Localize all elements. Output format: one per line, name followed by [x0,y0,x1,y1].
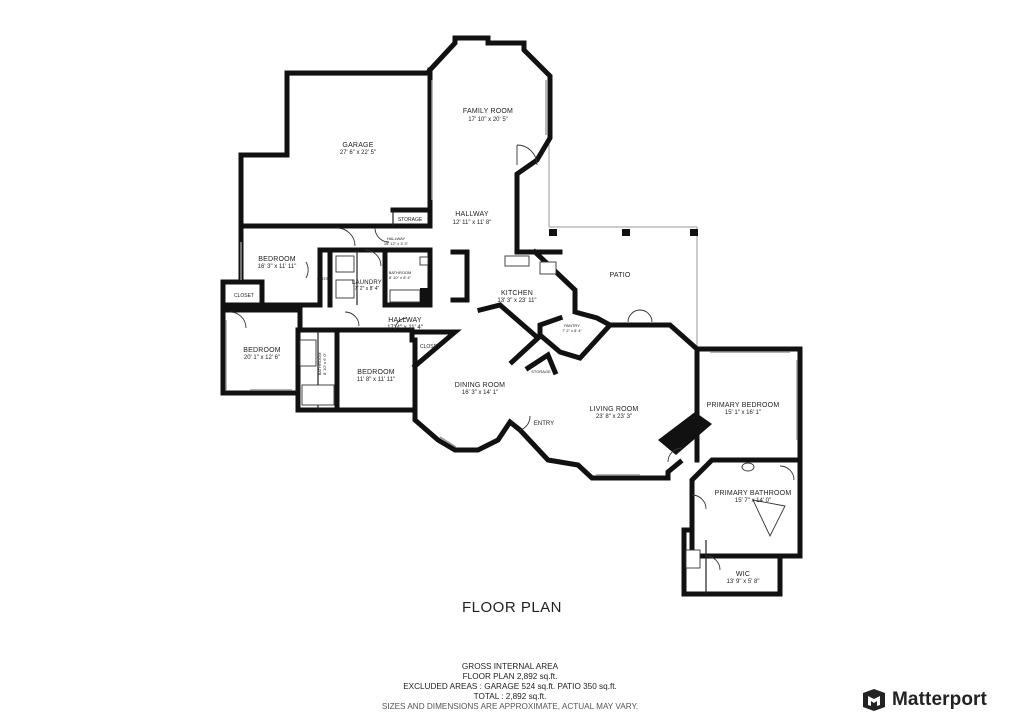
living-room-label: LIVING ROOM [590,406,639,413]
windows [225,80,798,476]
family-room-label: FAMILY ROOM [463,108,513,115]
hallway-main-label: HALLWAY [455,211,489,218]
laundry-dim: 7' 2" x 8' 4" [355,286,380,292]
walls [220,35,803,597]
primary-bathroom-label: PRIMARY BATHROOM [715,490,792,497]
storage-small-label: STORAGE [531,369,551,374]
doors [229,144,795,571]
matterport-logo-icon [863,689,885,711]
fixtures [299,255,786,569]
brand-logo: Matterport [862,687,987,713]
pantry-label: PANTRY [564,323,580,328]
kitchen-dim: 13' 3" x 23' 11" [497,298,536,304]
bedroom-1-label: BEDROOM [258,256,296,263]
family-room-dim: 17' 10" x 20' 5" [468,117,508,123]
bathroom-2-label: BATHROOM [317,353,322,376]
primary-bedroom-label: PRIMARY BEDROOM [707,402,780,409]
living-room-dim: 23' 8" x 23' 3" [596,414,632,420]
hallway-lower-label: HALLWAY [388,317,422,324]
closet-lower-label: CLOSET [420,344,440,350]
laundry-label: LAUNDRY [352,280,382,286]
brand-name: Matterport [892,689,987,710]
storage-label: STORAGE [398,217,423,223]
entry-label: ENTRY [534,421,554,427]
bedroom-2-label: BEDROOM [243,347,281,354]
excluded-areas: EXCLUDED AREAS : GARAGE 524 sq.ft. PATIO… [403,682,617,691]
floor-plan-area: FLOOR PLAN 2,892 sq.ft. [462,672,558,681]
hallway-small-label: HALLWAY [387,236,406,241]
hallway-main-dim: 12' 11" x 11' 8" [453,220,492,226]
bedroom-3-dim: 11' 8" x 11' 11" [357,377,395,383]
hallway-lower-dim: 17' 4" x 11' 4" [387,325,423,331]
bathroom-1-label: BATHROOM [389,270,412,275]
wic-dim: 13' 9" x 5' 8" [727,579,760,585]
patio-label: PATIO [610,272,631,279]
wic-label: WIC [736,571,750,578]
closet-bed1-label: CLOSET [317,276,334,281]
bedroom-1-dim: 16' 3" x 11' 11" [258,264,297,270]
gross-area-heading: GROSS INTERNAL AREA [461,662,559,671]
dining-room-label: DINING ROOM [455,382,505,389]
dining-room-dim: 16' 3" x 14' 1" [462,390,498,396]
bedroom-3-label: BEDROOM [357,369,395,376]
room-labels: FAMILY ROOM 17' 10" x 20' 5" GARAGE 27' … [234,108,791,585]
pantry-dim: 7' 2" x 8' 4" [562,328,582,333]
total-area: TOTAL : 2,892 sq.ft. [473,692,547,701]
primary-bathroom-dim: 15' 7" x 14' 0" [735,498,771,504]
kitchen-label: KITCHEN [501,290,533,297]
disclaimer: SIZES AND DIMENSIONS ARE APPROXIMATE, AC… [381,702,639,711]
garage-label: GARAGE [342,142,373,149]
hallway-small-dim: 16' 12" x 3' 3" [384,241,409,246]
bathroom-2-dim: 8' 10" x 6' 0" [322,352,327,375]
closet-west-label: CLOSET [234,293,254,299]
primary-bedroom-dim: 15' 1" x 16' 1" [725,410,761,416]
bedroom-2-dim: 20' 1" x 12' 6" [244,355,280,361]
bathroom-1-dim: 8' 10" x 8' 4" [389,275,412,280]
patio-outline [548,80,698,349]
floor-plan-title: FLOOR PLAN [461,599,563,616]
area-summary: GROSS INTERNAL AREA FLOOR PLAN 2,892 sq.… [310,662,710,712]
garage-dim: 27' 6" x 22' 5" [340,150,376,156]
